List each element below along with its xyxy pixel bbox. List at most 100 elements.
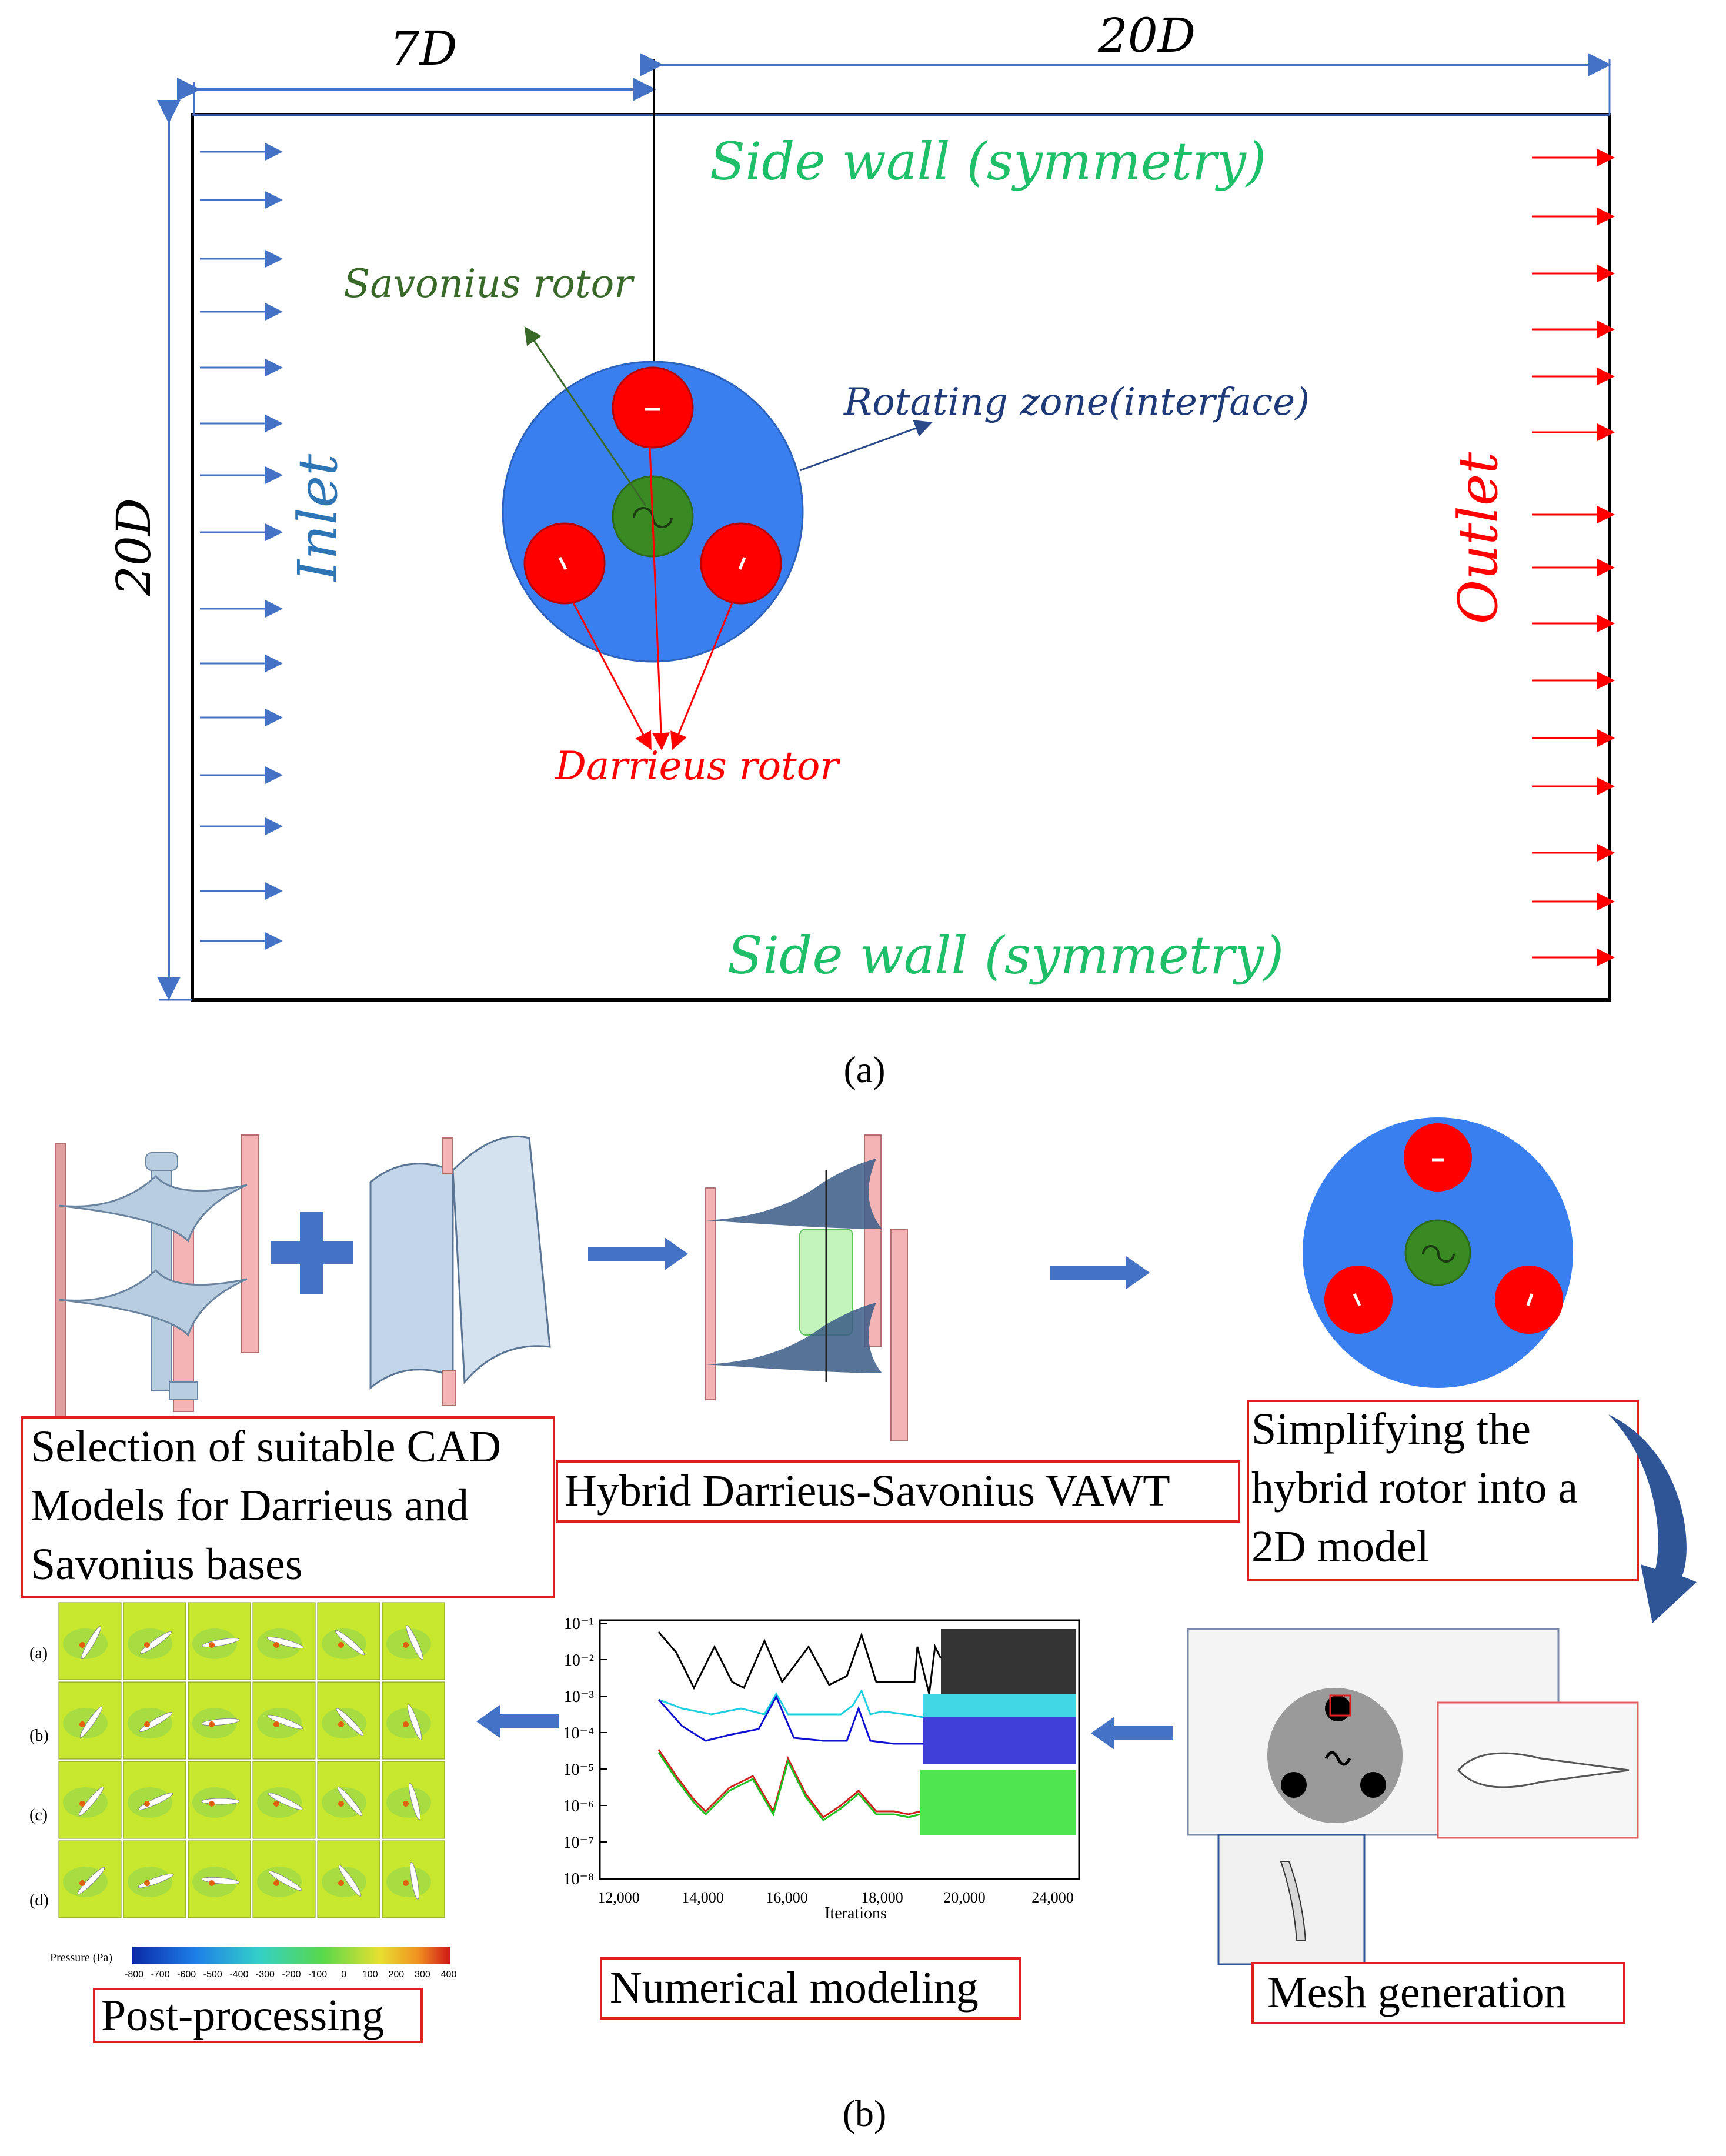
- contour-stagnation: [403, 1721, 409, 1727]
- residual-y-tick-label: 10⁻⁵: [563, 1761, 594, 1779]
- outlet-arrows: [1532, 149, 1615, 966]
- side-wall-top-label: Side wall (symmetry): [710, 131, 1267, 192]
- contour-stagnation: [209, 1880, 215, 1886]
- darrieus-pointer-right: [670, 602, 733, 750]
- darrieus-cad-model: [55, 1134, 259, 1421]
- contour-legend-tick: 100: [362, 1970, 378, 1980]
- contour-airfoil: [406, 1625, 423, 1660]
- contour-airfoil: [79, 1706, 103, 1738]
- contour-legend-tick: 200: [388, 1970, 404, 1980]
- contour-legend-tick: 300: [415, 1970, 430, 1980]
- contour-airfoil: [408, 1783, 421, 1820]
- rotating-zone-pointer: [799, 420, 933, 472]
- contour-legend-title: Pressure (Pa): [50, 1951, 112, 1964]
- outlet-label: Outlet: [1447, 452, 1510, 625]
- contour-row-label: (a): [29, 1644, 48, 1663]
- panel-b: Selection of suitable CAD Models for Dar…: [21, 1117, 1697, 2134]
- numerical-label: Numerical modeling: [610, 1963, 979, 2013]
- residual-y-tick-label: 10⁻⁷: [563, 1834, 594, 1852]
- contour-airfoil: [140, 1631, 172, 1654]
- contour-region: [257, 1787, 302, 1818]
- contour-row-labels: (a) (b) (c) (d): [29, 1644, 49, 1910]
- contour-stagnation: [144, 1721, 150, 1727]
- contour-airfoil: [268, 1870, 302, 1891]
- contour-airfoil: [337, 1786, 363, 1817]
- residual-series-red: [657, 1749, 921, 1819]
- rotor-2d-model: [1303, 1117, 1573, 1388]
- residual-y-tick-label: 10⁻¹: [564, 1615, 594, 1633]
- contour-stagnation: [79, 1880, 85, 1886]
- contour-airfoil: [267, 1714, 303, 1730]
- flow-arrow-4: [476, 1705, 559, 1738]
- contour-airfoil: [336, 1708, 364, 1736]
- contour-row-label: (c): [29, 1806, 48, 1824]
- contour-airfoil: [81, 1626, 102, 1660]
- contour-stagnation: [403, 1642, 409, 1648]
- contour-stagnation: [273, 1880, 279, 1886]
- contour-stagnation: [338, 1721, 344, 1727]
- dim-7d-label: 7D: [389, 21, 457, 76]
- contour-stagnation: [338, 1801, 344, 1807]
- cad-models-label-3: Savonius bases: [31, 1540, 302, 1589]
- flow-arrow-1: [588, 1237, 688, 1270]
- simplify-label-1: Simplifying the: [1251, 1404, 1531, 1454]
- mesh-label: Mesh generation: [1267, 1968, 1567, 2017]
- contour-stagnation: [144, 1801, 150, 1807]
- savonius-cad-model: [369, 1135, 551, 1406]
- residual-series-blue: [657, 1694, 923, 1745]
- contour-legend-tick: -200: [282, 1970, 301, 1980]
- contour-region: [386, 1867, 431, 1897]
- residual-x-tick-label: 20,000: [943, 1889, 986, 1906]
- hybrid-box: [556, 1460, 1240, 1523]
- contour-airfoil: [338, 1865, 362, 1897]
- post-box: [93, 1988, 423, 2043]
- dim-20d-left-label: 20D: [106, 498, 161, 596]
- contour-airfoil: [77, 1867, 105, 1895]
- residual-series-black-band: [941, 1629, 1076, 1694]
- contour-legend-tick: -600: [177, 1970, 196, 1980]
- inlet-arrows: [200, 143, 283, 950]
- rotating-zone-label: Rotating zone(interface): [843, 381, 1310, 424]
- residual-series-green-band: [920, 1770, 1076, 1835]
- contour-legend-tick: -700: [151, 1970, 170, 1980]
- contour-colorbar: [132, 1947, 450, 1964]
- residual-y-tick-label: 10⁻⁸: [563, 1870, 594, 1888]
- domain-boundary: [191, 113, 1611, 1002]
- residual-series-cyan-band: [923, 1694, 1076, 1717]
- flow-arrow-2: [1050, 1256, 1150, 1289]
- residual-x-tick-label: 18,000: [861, 1889, 903, 1906]
- residual-x-tick-label: 24,000: [1031, 1889, 1074, 1906]
- cad-models-label-2: Models for Darrieus and: [31, 1481, 469, 1530]
- contour-airfoil: [410, 1861, 419, 1900]
- residual-series-cyan: [658, 1688, 924, 1718]
- residual-series-black: [657, 1631, 942, 1694]
- residual-series-blue-band: [923, 1717, 1076, 1764]
- contour-stagnation: [273, 1642, 279, 1648]
- simplify-label-3: 2D model: [1251, 1522, 1429, 1571]
- contour-row-label: (b): [29, 1727, 49, 1745]
- contour-stagnation: [144, 1642, 150, 1648]
- post-label: Post-processing: [101, 1991, 384, 2040]
- contour-stagnation: [79, 1642, 85, 1648]
- contour-airfoil: [335, 1630, 365, 1656]
- contour-stagnation: [403, 1880, 409, 1886]
- contour-stagnation: [144, 1880, 150, 1886]
- hybrid-cad-model: [705, 1134, 908, 1441]
- contour-grid: [58, 1602, 445, 1918]
- residual-x-tick-label: 12,000: [597, 1889, 640, 1906]
- cad-models-box: [21, 1416, 555, 1598]
- flow-arrow-3: [1091, 1717, 1173, 1750]
- contour-row-label: (d): [29, 1891, 49, 1910]
- caption-a: (a): [843, 1049, 885, 1090]
- residual-y-tick-label: 10⁻³: [564, 1688, 594, 1706]
- savonius-label: Savonius rotor: [343, 261, 635, 306]
- contour-airfoil: [407, 1704, 422, 1740]
- residual-y-tick-label: 10⁻⁴: [563, 1724, 594, 1743]
- darrieus-rotor-top: [612, 366, 694, 449]
- contour-airfoil: [268, 1793, 303, 1810]
- dim-20d-top-label: 20D: [1097, 8, 1196, 63]
